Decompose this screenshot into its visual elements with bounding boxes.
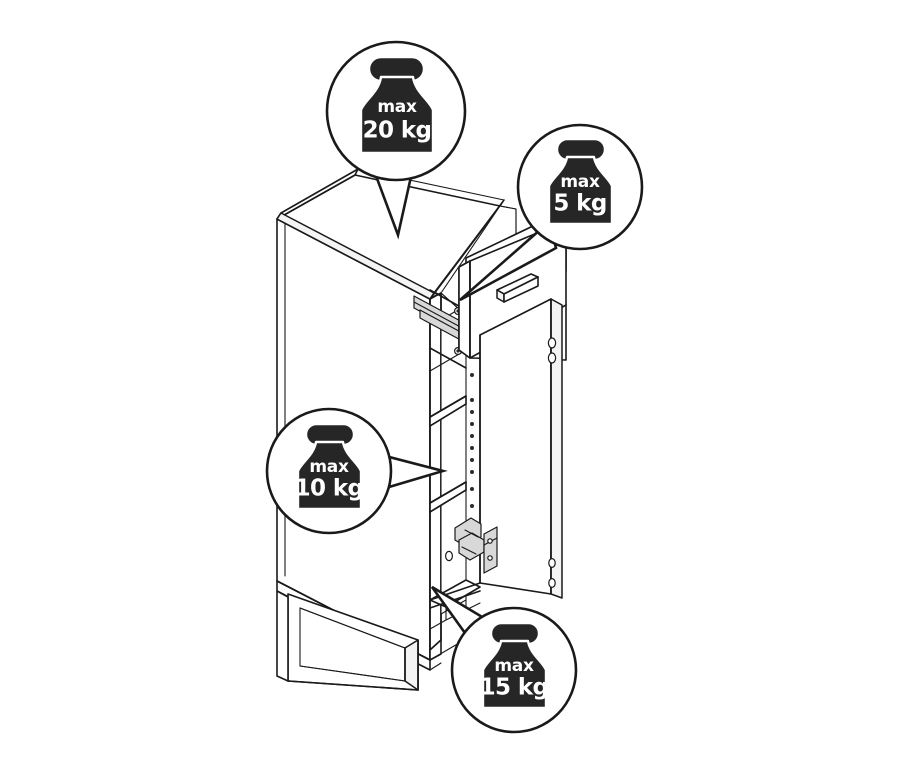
callout-max-10kg: max 10 kg <box>265 407 448 535</box>
weight-icon: max 5 kg <box>547 137 614 226</box>
weight-max-label-5: max <box>560 172 600 192</box>
weight-max-label-10: max <box>309 457 349 477</box>
callout-max-5kg: max 5 kg <box>459 123 644 302</box>
door-hinge <box>445 517 498 574</box>
weight-value-label-5: 5 kg <box>553 191 606 217</box>
weight-value-label-10: 10 kg <box>295 476 364 502</box>
cabinet-door[interactable] <box>479 298 563 599</box>
weight-icon: max 15 kg <box>480 621 549 710</box>
weight-icon: max 10 kg <box>295 422 364 511</box>
lower-shelf <box>429 481 467 513</box>
middle-shelf <box>429 395 467 427</box>
weight-value-label-15: 15 kg <box>480 675 549 701</box>
weight-value-label-20: 20 kg <box>363 118 432 144</box>
callout-max-20kg: max 20 kg <box>325 40 467 240</box>
door-hinge-holes-top <box>547 337 557 364</box>
callout-max-15kg: max 15 kg <box>430 585 578 734</box>
cabinet-top-panel <box>276 168 505 300</box>
drawer-handle[interactable] <box>496 273 539 303</box>
weight-icon: max 20 kg <box>359 55 435 155</box>
weight-max-label-20: max <box>377 97 417 117</box>
weight-max-label-15: max <box>494 656 534 676</box>
plinth-base <box>276 580 442 691</box>
shelf-pin-holes <box>470 373 474 508</box>
door-hinge-holes-bottom <box>548 557 556 588</box>
